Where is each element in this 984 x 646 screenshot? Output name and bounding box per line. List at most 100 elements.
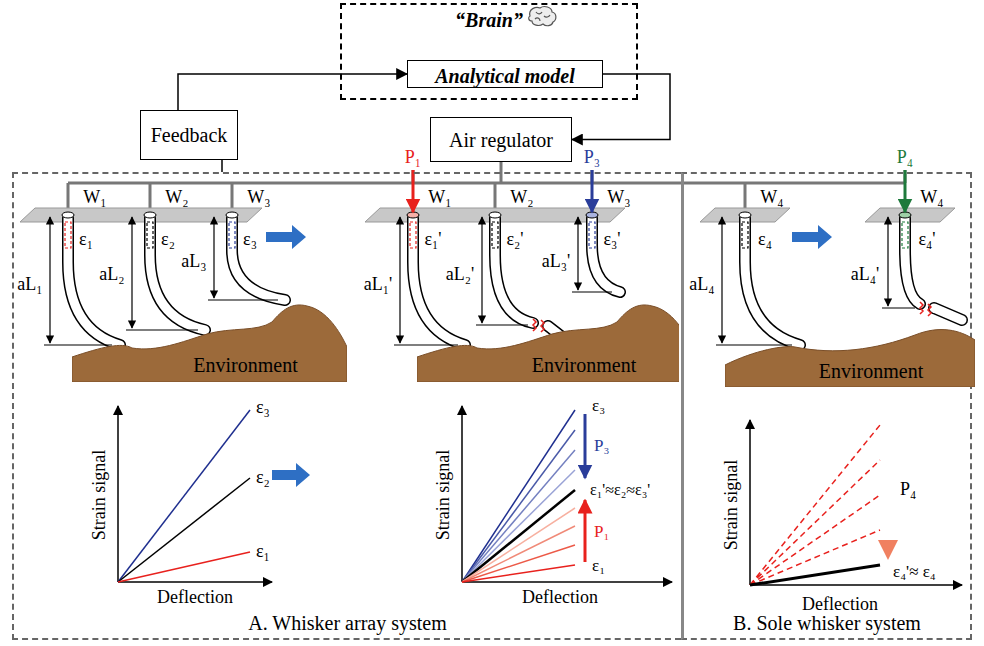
- axis-label: Strain signal: [434, 450, 454, 541]
- node-text: Environment: [767, 360, 975, 383]
- whisker-core: [232, 218, 285, 300]
- process-box: Air regulator: [430, 117, 572, 162]
- strain-label: ε₁: [79, 230, 93, 250]
- connector: [221, 160, 223, 172]
- node-text: Analytical model: [408, 65, 602, 87]
- axis-label: Deflection: [802, 595, 878, 615]
- strain-gauge: [65, 222, 71, 248]
- whisker-name: W₄: [920, 188, 943, 208]
- pressure-arrow: [412, 170, 415, 212]
- axis-label: Deflection: [157, 588, 233, 608]
- line-label: ε₁: [256, 542, 270, 562]
- pressure-label: P₃: [594, 437, 609, 456]
- node-text: B. Sole whisker system: [684, 612, 970, 634]
- whisker-core: [905, 218, 920, 304]
- strain-gauge: [229, 222, 235, 248]
- strain-chart: [750, 420, 962, 585]
- pressure-label: P₄: [900, 480, 916, 500]
- strain-gauge: [492, 222, 498, 248]
- pressure-arrow: [904, 170, 907, 212]
- length-label: aL₂': [446, 265, 475, 285]
- node-text: Environment: [144, 354, 347, 378]
- whisker-top: [144, 212, 156, 218]
- length-label: aL₄': [851, 265, 880, 285]
- axis-label: Strain signal: [90, 450, 110, 541]
- line-label: ε₃: [592, 397, 605, 416]
- strain-chart: [462, 406, 672, 582]
- process-box: Analytical model: [407, 60, 603, 88]
- terrain: [72, 305, 347, 382]
- panel-region: A. Whisker array systemEnvironmentEnviro…: [12, 172, 681, 640]
- whisker-name: W₂: [165, 188, 188, 208]
- strain-chart: [118, 406, 272, 582]
- strain-gauge: [902, 222, 908, 248]
- whisker: [905, 218, 920, 304]
- terrain: [725, 330, 975, 387]
- whisker-top: [899, 212, 911, 218]
- brain-group: “Brain” Analytical model: [340, 3, 638, 100]
- pressure-label: P₄: [897, 148, 913, 168]
- strain-gauge: [410, 222, 416, 248]
- line-label: ε₁: [592, 557, 605, 576]
- process-box: Feedback: [140, 110, 238, 160]
- node-text: Feedback: [151, 124, 228, 146]
- length-dimension: [44, 217, 915, 345]
- length-label: aL₂: [99, 265, 124, 285]
- whisker-top: [62, 212, 74, 218]
- length-label: aL₁': [364, 275, 393, 295]
- strain-gauge: [742, 222, 748, 248]
- whisker: [592, 218, 620, 292]
- pressure-label: P₃: [584, 148, 600, 168]
- air-bus: [68, 162, 905, 210]
- whisker-top: [586, 212, 598, 218]
- axis-label: Strain signal: [722, 460, 742, 551]
- whisker-name: W₁: [83, 188, 106, 208]
- strain-label: ε₃: [243, 230, 257, 250]
- terrain: [417, 305, 679, 382]
- node-text: Air regulator: [449, 129, 553, 151]
- brain-icon: [529, 7, 556, 26]
- strain-gauge: [147, 222, 153, 248]
- whisker: [150, 218, 205, 330]
- whisker-name: W₃: [607, 188, 630, 208]
- whisker-core: [592, 218, 620, 292]
- strain-gauge: [589, 222, 595, 248]
- whisker: [232, 218, 285, 300]
- break-mark: [533, 302, 931, 332]
- line-label: ε₄'≈ ε₄: [893, 563, 936, 582]
- length-label: aL₃: [181, 252, 206, 272]
- length-label: aL₁: [17, 275, 42, 295]
- pressure-arrow: [591, 170, 594, 212]
- whisker: [495, 218, 533, 323]
- strain-label: ε₁': [424, 230, 441, 250]
- whisker-core: [745, 218, 800, 345]
- length-label: aL₃': [542, 252, 571, 272]
- strain-label: ε₄': [918, 230, 935, 250]
- length-label: aL₄: [689, 275, 714, 295]
- strain-label: ε₂: [161, 230, 175, 250]
- whisker-top: [739, 212, 751, 218]
- pressure-label: P₁: [594, 523, 609, 542]
- pressure-label: P₁: [405, 148, 421, 168]
- connector: [178, 74, 407, 110]
- whisker-core: [150, 218, 205, 330]
- node-text: “Brain”: [342, 9, 636, 31]
- strain-label: ε₂': [506, 230, 523, 250]
- whisker-name: W₁: [428, 188, 451, 208]
- whisker-top: [407, 212, 419, 218]
- axis-label: Deflection: [522, 588, 598, 608]
- whisker-top: [226, 212, 238, 218]
- strain-label: ε₃': [603, 230, 620, 250]
- line-label: ε₁'≈ε₂≈ε₃': [590, 481, 650, 499]
- whisker-top: [489, 212, 501, 218]
- whisker: [934, 308, 962, 320]
- line-label: ε₂: [256, 468, 270, 488]
- strain-label: ε₄: [758, 230, 772, 250]
- whisker-name: W₄: [760, 188, 783, 208]
- whisker: [745, 218, 800, 345]
- whisker-core: [495, 218, 533, 323]
- environment-surface: Environment: [72, 302, 347, 382]
- line-label: ε₃: [256, 398, 270, 418]
